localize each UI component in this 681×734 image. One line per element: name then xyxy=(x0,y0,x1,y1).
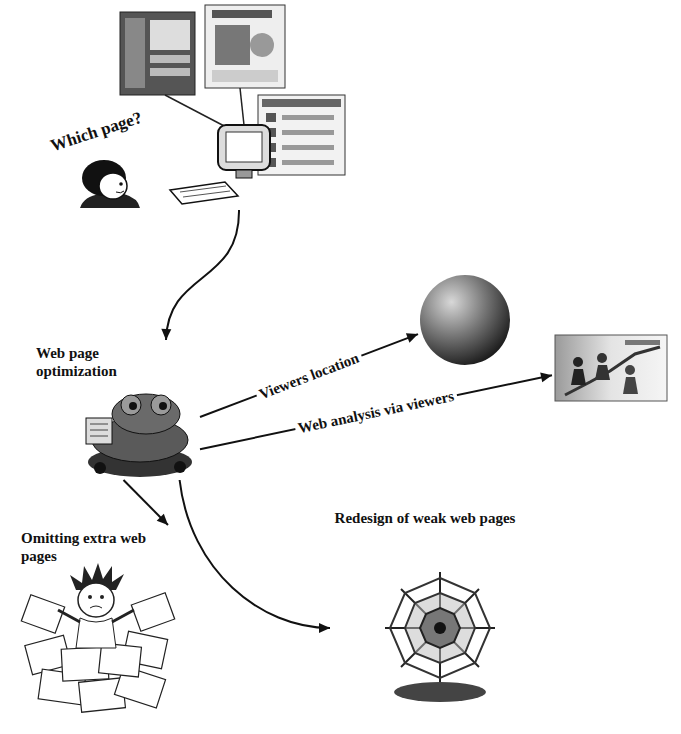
globe-node xyxy=(418,273,512,367)
robot-head xyxy=(112,394,180,434)
person-mouth xyxy=(90,606,102,608)
screenshot-frame xyxy=(258,95,345,175)
edge-label: Web analysis via viewers xyxy=(294,386,459,438)
viewer-body xyxy=(571,369,586,385)
analysis-bar xyxy=(625,340,660,345)
screenshot-block xyxy=(282,145,334,150)
person-eye xyxy=(100,595,104,599)
paper-pile-node: Omitting extra web pages xyxy=(15,525,185,722)
analysis-trend xyxy=(565,347,660,395)
screenshot-block xyxy=(212,70,278,82)
node-label: Which page? xyxy=(48,108,145,157)
node-label: Redesign of weak web pages xyxy=(334,509,516,527)
person-face xyxy=(99,173,127,199)
web-base xyxy=(394,682,486,702)
user-computer-node: Which page? xyxy=(35,100,275,210)
node-label: Omitting extra web pages xyxy=(21,529,161,565)
globe xyxy=(420,275,510,365)
web-center xyxy=(434,622,446,634)
connector xyxy=(180,480,330,628)
web-structure-figure xyxy=(385,572,495,702)
screenshot-block xyxy=(282,160,334,165)
monitor-screen xyxy=(226,132,262,162)
screenshot-block xyxy=(125,18,145,88)
screenshot-frame xyxy=(120,12,195,95)
arrowhead xyxy=(319,623,330,633)
person-face xyxy=(78,583,114,617)
viewer-body xyxy=(595,365,610,380)
robot-panel xyxy=(86,418,112,444)
computer-icon xyxy=(170,125,270,204)
web-ring xyxy=(420,608,460,648)
analysis-frame xyxy=(555,335,667,401)
person-figure xyxy=(80,160,140,208)
screen-wire xyxy=(240,88,244,125)
keyboard-keys xyxy=(180,186,226,192)
arrowhead xyxy=(540,373,552,383)
robot-panel-line xyxy=(90,436,108,437)
person-mouth xyxy=(116,191,124,193)
person-arm xyxy=(58,610,80,622)
keyboard-keys xyxy=(183,191,230,197)
robot-eye xyxy=(121,395,141,415)
connector xyxy=(124,480,169,525)
arrowhead xyxy=(157,514,168,525)
paper-sheet xyxy=(131,593,174,632)
person-eye xyxy=(119,182,123,186)
web-ring xyxy=(405,593,475,663)
robot-panel-line xyxy=(90,430,108,431)
screenshot-thumbnail xyxy=(258,95,345,175)
node-label: Web page optimization xyxy=(36,344,151,380)
robot-eye xyxy=(151,395,171,415)
robot-node: Web page optimization xyxy=(30,340,200,480)
person-eye xyxy=(88,595,92,599)
analysis-picture xyxy=(555,335,667,401)
screen-wire xyxy=(165,95,228,128)
viewer-head xyxy=(625,365,635,375)
keyboard xyxy=(170,182,238,204)
paper-pile-figure xyxy=(21,563,174,712)
arrowhead xyxy=(406,333,418,342)
edge-label: Viewers location xyxy=(254,347,365,404)
screenshot-block xyxy=(215,25,250,65)
screenshot-block xyxy=(266,113,276,122)
screenshot-block xyxy=(150,68,190,76)
connector xyxy=(166,210,239,340)
robot-wheel xyxy=(174,461,186,473)
web-redesign-node: Redesign of weak web pages xyxy=(330,505,520,710)
screenshot-thumbnail xyxy=(120,12,195,95)
screenshot-block xyxy=(150,55,190,63)
monitor-stand xyxy=(236,170,252,178)
robot-pupil xyxy=(159,402,167,410)
robot-pupil xyxy=(129,402,137,410)
screenshot-block xyxy=(250,33,274,57)
robot-figure xyxy=(86,394,192,477)
person-arm xyxy=(112,610,134,622)
viewer-head xyxy=(597,353,607,363)
web-ring xyxy=(390,578,490,678)
screenshot-block xyxy=(282,130,334,135)
monitor xyxy=(218,125,270,170)
screenshot-block xyxy=(262,99,341,107)
robot-panel-line xyxy=(90,424,108,425)
viewer-head xyxy=(573,357,583,367)
paper-sheet xyxy=(21,595,64,634)
viewer-body xyxy=(623,377,638,394)
screenshot-block xyxy=(212,10,272,18)
arrowhead xyxy=(161,329,171,340)
web-spokes xyxy=(385,572,495,682)
analysis-picture-node xyxy=(552,332,670,404)
person-body xyxy=(76,618,116,648)
screenshot-block xyxy=(150,20,190,50)
robot-wheel xyxy=(94,462,106,474)
screenshot-thumbnail xyxy=(205,5,285,88)
connector xyxy=(200,375,552,449)
screenshot-frame xyxy=(205,5,285,88)
screenshot-block xyxy=(282,115,334,120)
